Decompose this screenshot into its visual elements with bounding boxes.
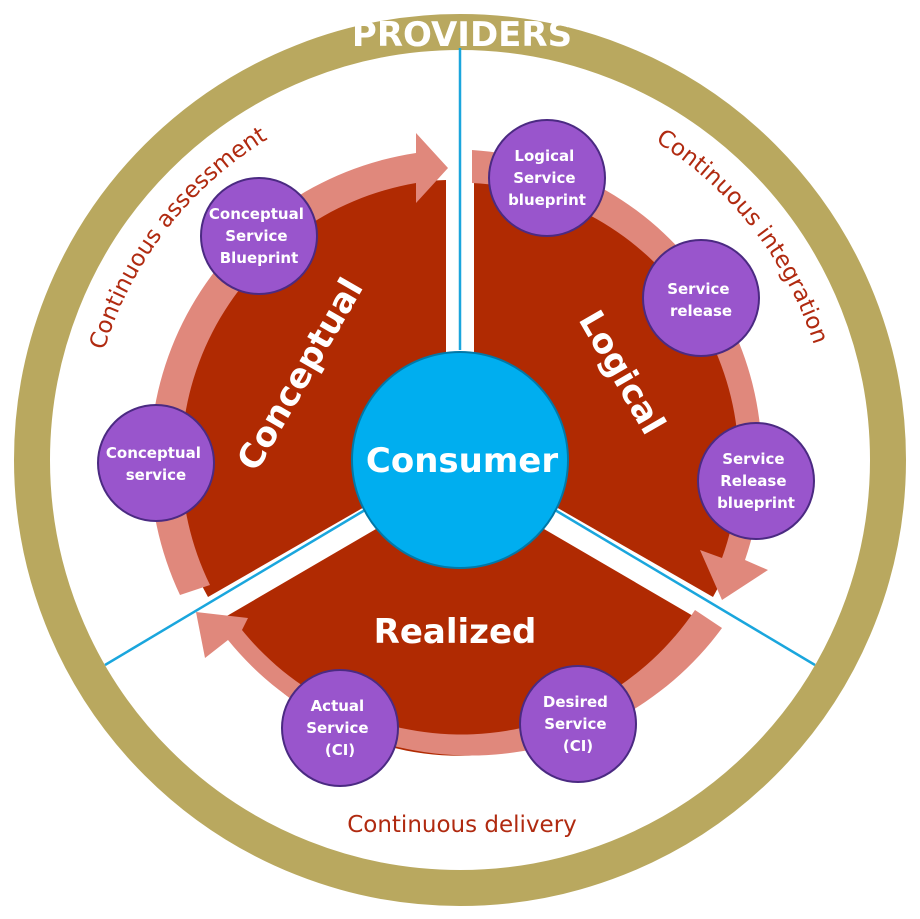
providers-title: PROVIDERS <box>352 15 572 55</box>
divider-line-right <box>554 508 816 667</box>
node-line: (CI) <box>325 741 355 759</box>
node-line: Conceptual <box>209 205 304 223</box>
svg-text:Desired Service (C: Desired Service (CI) <box>543 693 613 755</box>
svg-text:Logical Service bl: Logical Service blueprint <box>508 147 586 209</box>
node-line: service <box>126 466 186 484</box>
node-conceptual-blueprint: Conceptual Service Blueprint <box>200 177 318 295</box>
node-release-blueprint: Service Release blueprint <box>697 422 815 540</box>
consumer-circle <box>351 351 569 569</box>
node-line: Desired <box>543 693 608 711</box>
node-conceptual-service: Conceptual service <box>97 404 215 522</box>
node-line: Release <box>720 472 786 490</box>
node-line: Conceptual <box>106 444 201 462</box>
node-line: Service <box>513 169 575 187</box>
node-line: Logical <box>514 147 574 165</box>
node-line: Actual <box>311 697 365 715</box>
providers-ring <box>14 14 906 906</box>
node-actual-service: Actual Service (CI) <box>281 669 399 787</box>
phase-label-realized: Realized <box>374 612 537 652</box>
node-line: Service <box>225 227 287 245</box>
svg-text:Service release: Service release <box>667 280 735 320</box>
node-line: Blueprint <box>220 249 299 267</box>
node-line: blueprint <box>717 494 795 512</box>
svg-text:Service Release bl: Service Release blueprint <box>717 450 795 512</box>
node-service-release: Service release <box>642 239 760 357</box>
node-line: release <box>670 302 732 320</box>
node-desired-service: Desired Service (CI) <box>519 665 637 783</box>
divider-line-left <box>104 508 366 667</box>
node-line: blueprint <box>508 191 586 209</box>
process-label-delivery: Continuous delivery <box>347 812 577 838</box>
node-line: Service <box>722 450 784 468</box>
svg-text:Conceptual service: Conceptual service <box>106 444 206 484</box>
cycle-arrow-logical <box>472 150 768 600</box>
consumer-label: Consumer <box>366 441 558 481</box>
node-line: Service <box>544 715 606 733</box>
svg-text:Actual Service (CI: Actual Service (CI) <box>306 697 374 759</box>
node-logical-blueprint: Logical Service blueprint <box>488 119 606 237</box>
node-line: Service <box>667 280 729 298</box>
node-line: (CI) <box>563 737 593 755</box>
svg-text:Conceptual Service: Conceptual Service Blueprint <box>209 205 309 267</box>
node-line: Service <box>306 719 368 737</box>
